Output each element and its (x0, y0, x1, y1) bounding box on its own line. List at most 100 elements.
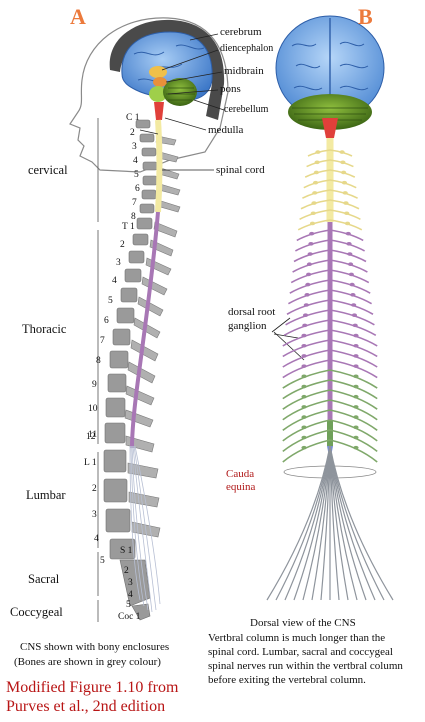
dorsal-root-ganglion (309, 221, 316, 226)
dorsal-root-label-1: dorsal root (228, 306, 276, 318)
vertebra-label-thoracic-4: 4 (112, 276, 117, 286)
dorsal-root-ganglion (353, 343, 359, 348)
vertebra-label-thoracic-3: 3 (116, 258, 121, 268)
dorsal-root-ganglion (312, 180, 319, 185)
midbrain-shape (153, 77, 167, 87)
dorsal-root-ganglion (313, 170, 319, 175)
region-lumbar: Lumbar (26, 488, 66, 502)
panel-a-artwork (69, 17, 229, 621)
dorsal-root-ganglion (304, 292, 310, 297)
dorsal-root-ganglion (347, 252, 353, 256)
cauda-equina-nerve (329, 445, 394, 601)
dorsal-root-ganglion (301, 384, 307, 389)
dorsal-root-ganglion (301, 425, 307, 430)
figure-credit-2: Purves et al., 2nd edition (6, 698, 166, 715)
region-coccygeal: Coccygeal (10, 605, 63, 619)
dorsal-root-ganglion (344, 211, 350, 216)
cauda-equina-nerve (275, 445, 331, 601)
dorsal-root-ganglion (353, 333, 359, 338)
vertebra-label-sacral-4: 4 (128, 590, 133, 600)
dorsal-root-ganglion (315, 150, 321, 154)
spinal-nerve (329, 219, 363, 231)
cauda-equina-label-2: equina (226, 481, 256, 493)
dorsal-root-ganglion (306, 262, 313, 267)
vertebra-label-thoracic-8: 8 (96, 356, 101, 366)
spinal-nerve (297, 219, 331, 231)
spinal-cord-thoracic (130, 211, 160, 449)
spinal-nerve (293, 249, 331, 263)
dorsal-root-ganglion (351, 313, 358, 317)
dorsal-root-ganglion (344, 221, 351, 226)
pons-shape (149, 86, 167, 102)
panel-label-a: A (70, 4, 86, 29)
vertebra-label-sacral-1: S 1 (120, 546, 133, 556)
cauda-equina-nerve (329, 445, 385, 601)
vertebra-label-coccygeal-1: Coc 1 (118, 612, 141, 622)
cauda-strands-a (129, 445, 161, 613)
dorsal-root-ganglion (353, 415, 359, 419)
vertebra-label-thoracic-9: 9 (92, 380, 97, 390)
dorsal-root-ganglion (351, 303, 357, 307)
spinous-processes (124, 135, 181, 538)
vertebra-label-thoracic-12: 12 (86, 432, 96, 442)
dorsal-root-ganglion (301, 405, 307, 409)
dorsal-root-ganglion (341, 170, 347, 175)
dorsal-root-ganglion (301, 354, 307, 358)
dorsal-root-ganglion (348, 272, 354, 277)
spinal-cord-label: spinal cord (216, 164, 265, 176)
left-caption-1: CNS shown with bony enclosures (20, 641, 170, 653)
vertebra-label-sacral-2: 2 (124, 566, 129, 576)
dorsal-root-ganglion (353, 374, 359, 379)
cauda-equina-label-1: Cauda (226, 468, 255, 480)
vertebra-label-cervical-7: 7 (132, 198, 137, 208)
dorsal-root-label-2: ganglion (228, 320, 267, 332)
dorsal-root-ganglion (353, 394, 359, 399)
right-caption-title: Dorsal view of the CNS (250, 617, 356, 629)
vertebra-label-lumbar-1: L 1 (84, 458, 97, 468)
vertebra-label-cervical-2: 2 (130, 128, 135, 138)
dorsal-root-ganglion (346, 242, 352, 246)
dorsal-root-ganglion (301, 435, 307, 440)
dorsal-root-ganglion (353, 354, 359, 358)
dorsal-root-ganglion (350, 292, 356, 297)
spinal-nerve (286, 299, 331, 315)
panel-label-b: B (358, 4, 373, 29)
dorsal-root-ganglion (353, 425, 359, 430)
skull (109, 19, 225, 120)
region-sacral: Sacral (28, 572, 60, 586)
dorsal-root-ganglion (301, 343, 307, 348)
dorsal-root-ganglion (353, 384, 359, 389)
vertebra-label-lumbar-3: 3 (92, 510, 97, 520)
panel-b-artwork (275, 15, 385, 462)
leader-lines-a (161, 33, 225, 171)
spinal-nerve (282, 379, 331, 400)
medulla-label: medulla (208, 124, 244, 136)
right-caption-4: before exiting the vertebral column. (208, 674, 366, 686)
vertebral-bones (103, 119, 158, 621)
dorsal-root-ganglion (342, 191, 348, 195)
dorsal-root-ganglion (339, 150, 345, 154)
spinal-nerve (329, 239, 365, 252)
spinal-nerve (329, 229, 364, 242)
vertebra-label-thoracic-2: 2 (120, 240, 125, 250)
right-caption-2: spinal cord. Lumbar, sacral and coccygea… (208, 646, 393, 658)
left-caption-2: (Bones are shown in grey colour) (14, 656, 161, 668)
dorsal-root-ganglion (302, 313, 309, 317)
dorsal-root-ganglion (307, 252, 313, 256)
dorsal-root-ganglion (301, 333, 307, 338)
dorsal-root-ganglion (349, 282, 355, 287)
dorsal-root-ganglion (311, 201, 317, 205)
dorsal-root-ganglion (301, 415, 307, 419)
spinal-cord-cervical (155, 119, 163, 213)
diencephalon-shape (149, 66, 167, 78)
vertebra-label-cervical-3: 3 (132, 142, 137, 152)
spinal-nerve (329, 379, 378, 400)
dorsal-root-ganglion (301, 394, 307, 399)
vertebra-label-lumbar-2: 2 (92, 484, 97, 494)
vertebra-label-sacral-5: 5 (126, 600, 131, 610)
dorsal-root-ganglion (352, 323, 358, 328)
cerebellum-shape (163, 78, 197, 106)
dorsal-root-ganglion (301, 445, 307, 450)
dorsal-root-ganglion (353, 445, 359, 450)
